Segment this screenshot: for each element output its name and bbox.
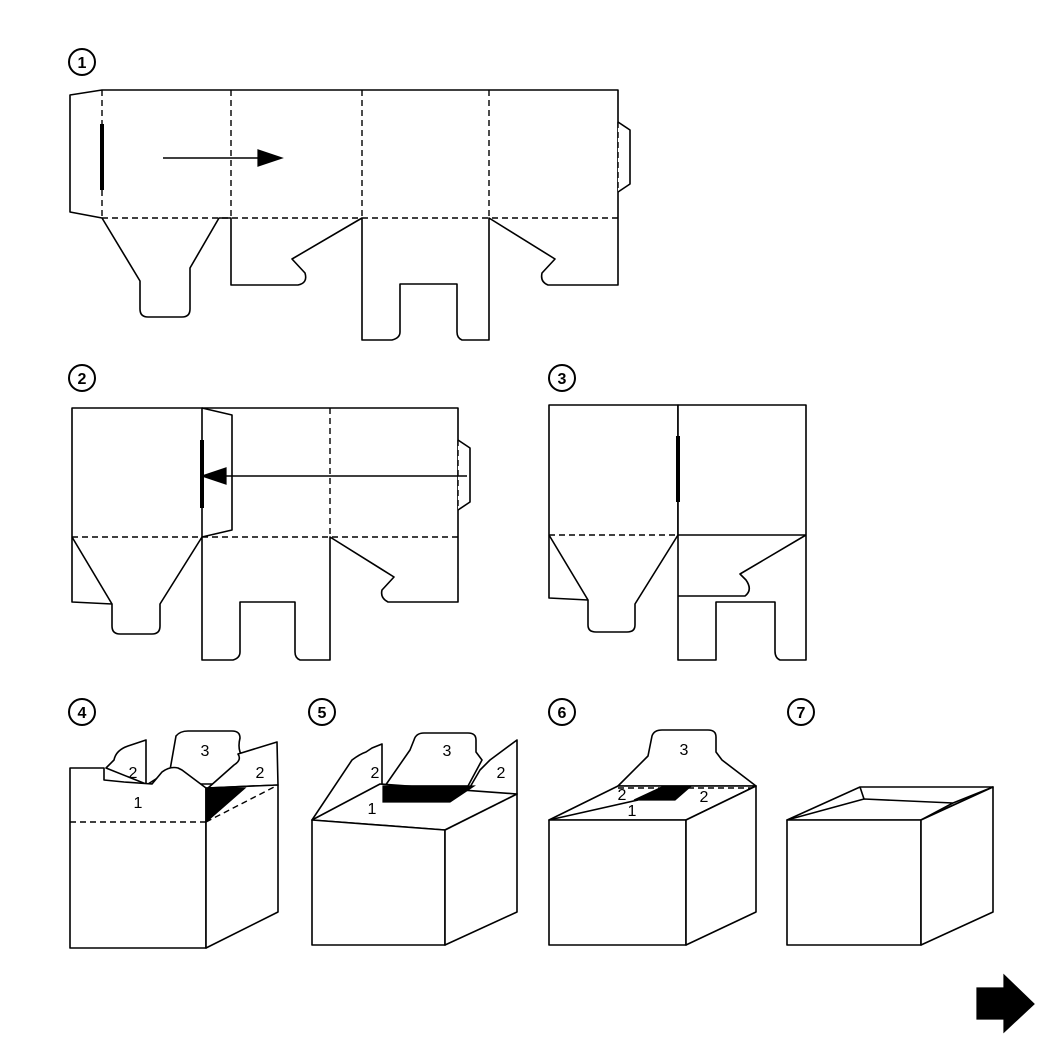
step-3-blank	[548, 404, 807, 661]
step-6-label-b: 2	[700, 789, 709, 806]
step-4-flap-2-right	[207, 741, 279, 789]
step-6-box: 3 2 2 1	[548, 729, 757, 946]
step-7: 7	[786, 698, 994, 946]
step-5-glue-area	[382, 785, 476, 803]
step-4-label-a: 2	[129, 765, 138, 782]
step-5-number: 5	[318, 705, 327, 722]
step-1-number: 1	[78, 55, 87, 72]
step-5-front	[311, 819, 446, 946]
step-4-label-c: 2	[256, 765, 265, 782]
step-2-direction-arrow	[200, 467, 467, 485]
step-4-box: 2 3 2 1	[69, 730, 279, 949]
step-1-blank	[69, 89, 631, 341]
step-2-blank	[71, 407, 471, 661]
step-1: 1	[68, 48, 631, 341]
step-2-badge: 2	[68, 364, 96, 392]
step-3-badge: 3	[548, 364, 576, 392]
step-3-front-panel	[677, 404, 807, 661]
step-5-label-c: 2	[497, 765, 506, 782]
step-5-badge: 5	[308, 698, 336, 726]
step-6-label-a: 3	[680, 742, 689, 759]
step-5-label-d: 1	[368, 801, 377, 818]
step-3-number: 3	[558, 371, 567, 388]
step-3: 3	[548, 364, 807, 661]
arrow-right-icon[interactable]	[976, 973, 1035, 1034]
step-6-number: 6	[558, 705, 567, 722]
step-5-label-a: 2	[371, 765, 380, 782]
step-6-label-c: 2	[618, 787, 627, 804]
step-2-number: 2	[78, 371, 87, 388]
step-4-side	[205, 784, 279, 949]
step-7-badge: 7	[787, 698, 815, 726]
step-4-front	[69, 766, 207, 949]
step-4-badge: 4	[68, 698, 96, 726]
step-4-label-d: 1	[134, 795, 143, 812]
step-5-label-b: 3	[443, 743, 452, 760]
step-1-direction-arrow	[163, 149, 284, 167]
step-1-side-tab	[617, 121, 631, 193]
step-4-number: 4	[78, 705, 87, 722]
step-4-flap-2-left	[105, 739, 147, 785]
step-4-label-b: 3	[201, 743, 210, 760]
step-7-side	[920, 786, 994, 946]
step-6-front	[548, 819, 687, 946]
step-6: 6 3 2 2 1	[548, 698, 757, 946]
step-5: 5 2 3 2 1	[308, 698, 518, 946]
step-2: 2	[68, 364, 471, 661]
step-2-side-tab	[457, 439, 471, 511]
step-5-flap-3	[384, 732, 483, 787]
step-6-badge: 6	[548, 698, 576, 726]
step-7-box	[786, 786, 994, 946]
step-6-side	[685, 785, 757, 946]
step-6-glue-area	[633, 786, 692, 801]
step-7-number: 7	[797, 705, 806, 722]
step-4: 4 2 3 2 1	[68, 698, 279, 949]
step-1-badge: 1	[68, 48, 96, 76]
step-7-front	[786, 819, 922, 946]
step-4-glue-area	[205, 787, 247, 824]
step-6-flap-3	[617, 729, 757, 787]
step-6-label-d: 1	[628, 803, 637, 820]
step-5-box: 2 3 2 1	[311, 732, 518, 946]
